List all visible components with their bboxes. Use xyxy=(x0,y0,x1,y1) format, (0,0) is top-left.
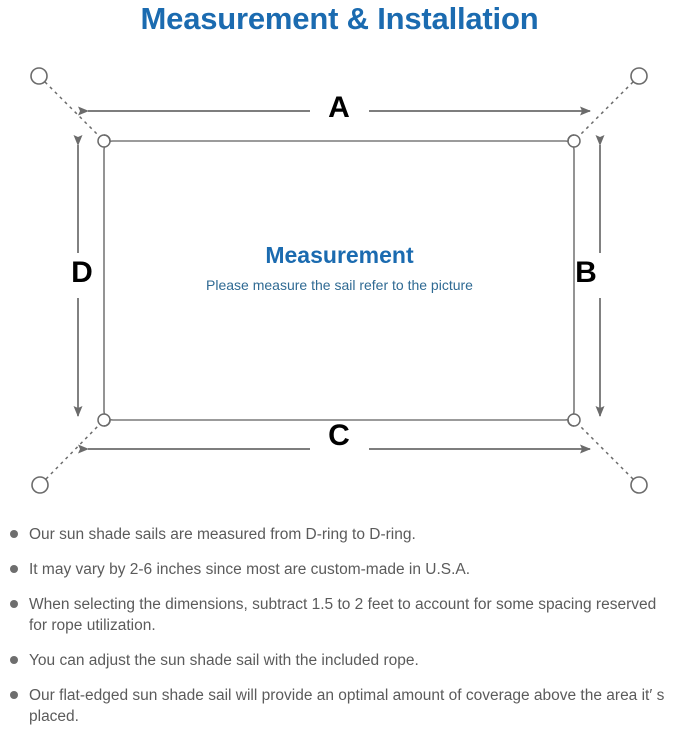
dimension-label-c: C xyxy=(328,419,350,452)
bullet-icon xyxy=(10,656,18,664)
list-item: Our sun shade sails are measured from D-… xyxy=(0,524,679,545)
list-item: It may vary by 2-6 inches since most are… xyxy=(0,559,679,580)
sail-outline xyxy=(103,140,575,421)
note-text: Our flat-edged sun shade sail will provi… xyxy=(29,687,665,725)
dimension-label-b: B xyxy=(575,256,597,289)
bullet-icon xyxy=(10,600,18,608)
d-ring-arc-br xyxy=(567,419,575,427)
d-ring-arc-tl xyxy=(103,134,111,142)
note-text: Our sun shade sails are measured from D-… xyxy=(29,526,416,543)
rope-top-left xyxy=(44,81,101,138)
anchor-point-bottom-left xyxy=(31,476,49,494)
list-item: Our flat-edged sun shade sail will provi… xyxy=(0,685,679,727)
dimension-label-a: A xyxy=(328,91,350,124)
anchor-point-top-left xyxy=(30,67,48,85)
notes-list: Our sun shade sails are measured from D-… xyxy=(0,524,679,741)
d-ring-arc-tr xyxy=(567,134,575,142)
list-item: When selecting the dimensions, subtract … xyxy=(0,594,679,636)
rope-bottom-left xyxy=(45,423,101,480)
dimension-label-d: D xyxy=(71,256,93,289)
anchor-point-bottom-right xyxy=(630,476,648,494)
sail-diagram-svg xyxy=(30,67,648,494)
rope-bottom-right xyxy=(577,423,634,480)
note-text: When selecting the dimensions, subtract … xyxy=(29,596,657,634)
rope-top-right xyxy=(577,81,634,138)
measurement-diagram: Measurement Please measure the sail refe… xyxy=(0,48,679,518)
list-item: You can adjust the sun shade sail with t… xyxy=(0,650,679,671)
bullet-icon xyxy=(10,691,18,699)
anchor-point-top-right xyxy=(630,67,648,85)
note-text: It may vary by 2-6 inches since most are… xyxy=(29,561,471,578)
d-ring-arc-bl xyxy=(103,419,111,427)
bullet-icon xyxy=(10,530,18,538)
page-title: Measurement & Installation xyxy=(140,1,539,36)
note-text: You can adjust the sun shade sail with t… xyxy=(29,652,419,669)
bullet-icon xyxy=(10,565,18,573)
